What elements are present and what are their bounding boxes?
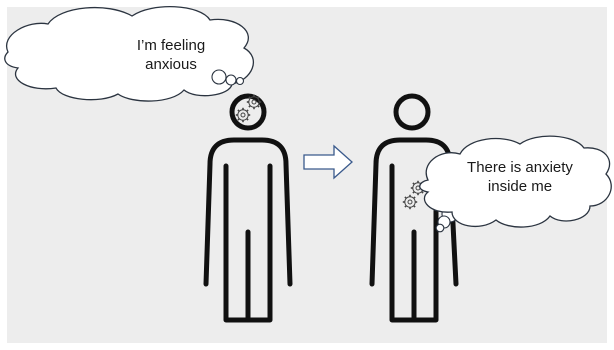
right-arrow-icon xyxy=(303,144,353,180)
person-left-figure xyxy=(203,93,293,323)
thought-text-right-line1: There is anxiety xyxy=(467,159,573,176)
thought-text-right-line2: inside me xyxy=(487,178,553,195)
thought-text-left-line2: anxious xyxy=(145,56,197,73)
thought-bubble-right xyxy=(419,135,612,233)
thought-bubble-left xyxy=(4,6,254,102)
thought-text-left-line1: I’m feeling xyxy=(136,37,206,54)
thought-text-right: There is anxiety inside me xyxy=(445,158,595,196)
thought-text-left: I’m feeling anxious xyxy=(96,36,246,74)
